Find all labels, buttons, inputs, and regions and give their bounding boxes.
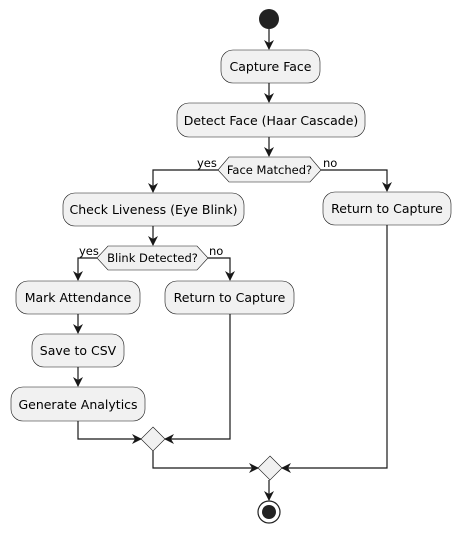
decision-question: Face Matched? xyxy=(227,163,312,177)
action-label: Capture Face xyxy=(230,59,312,74)
action-save-csv: Save to CSV xyxy=(31,333,125,368)
edge-inner-merge-outer xyxy=(152,451,259,473)
action-label: Save to CSV xyxy=(40,343,117,358)
edge-generate-merge xyxy=(77,421,142,444)
edge-return-inner-merge xyxy=(164,314,231,444)
edge-blink-no xyxy=(208,257,235,281)
merge-inner xyxy=(140,426,166,452)
action-detect-face: Detect Face (Haar Cascade) xyxy=(176,102,366,138)
edge-face-yes xyxy=(148,169,218,193)
action-label: Check Liveness (Eye Blink) xyxy=(70,202,238,217)
action-mark-attendance: Mark Attendance xyxy=(15,280,141,315)
action-label: Return to Capture xyxy=(331,201,443,216)
action-label: Return to Capture xyxy=(174,290,286,305)
action-generate-analytics: Generate Analytics xyxy=(10,386,146,422)
branch-label-no: no xyxy=(209,244,223,258)
action-label: Generate Analytics xyxy=(18,397,137,412)
action-check-liveness: Check Liveness (Eye Blink) xyxy=(62,192,245,227)
edge-face-no xyxy=(321,169,392,192)
merge-outer xyxy=(257,455,283,481)
action-label: Mark Attendance xyxy=(25,290,132,305)
end-node xyxy=(257,500,281,524)
branch-label-no: no xyxy=(323,156,337,170)
edges xyxy=(73,29,392,501)
edge-return-outer-merge xyxy=(281,225,388,473)
branch-label-yes: yes xyxy=(197,156,217,170)
action-return-capture-inner: Return to Capture xyxy=(164,280,295,315)
start-node xyxy=(259,9,279,29)
decision-question: Blink Detected? xyxy=(107,251,198,265)
action-capture-face: Capture Face xyxy=(220,49,321,84)
decision-face-matched: Face Matched? yes no xyxy=(197,156,337,183)
edge-blink-yes xyxy=(73,257,97,281)
branch-label-yes: yes xyxy=(79,244,99,258)
decision-blink-detected: Blink Detected? yes no xyxy=(79,244,223,271)
action-label: Detect Face (Haar Cascade) xyxy=(184,113,359,128)
action-return-capture-outer: Return to Capture xyxy=(322,191,452,226)
